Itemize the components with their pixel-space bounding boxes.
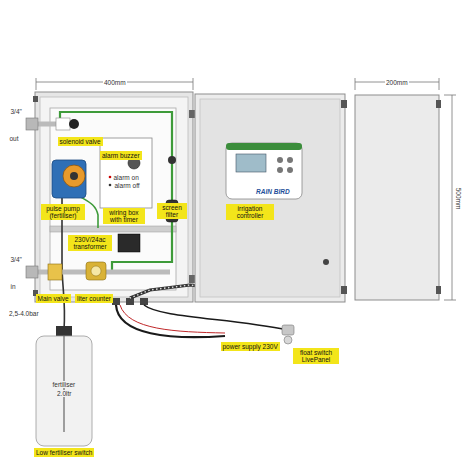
part-label: in bbox=[11, 283, 16, 290]
callout-text: screen filter bbox=[159, 204, 185, 219]
irrigation-controller bbox=[226, 143, 302, 199]
callout-box: solenoid valve bbox=[58, 137, 103, 146]
callout-text: Low fertiliser switch bbox=[36, 449, 92, 456]
enclosure bbox=[33, 92, 196, 302]
closed-enclosure bbox=[355, 95, 441, 300]
plugs bbox=[282, 325, 294, 344]
part-label: 2.0ltr bbox=[56, 390, 72, 397]
part-label: 3/4" bbox=[11, 256, 22, 263]
fertiliser-bottle bbox=[36, 326, 92, 446]
dimension-label: 400mm bbox=[103, 79, 127, 86]
callout-box: alarm buzzer bbox=[100, 151, 142, 160]
callout-text: float switch LivePanel bbox=[295, 349, 337, 364]
transformer bbox=[118, 234, 140, 252]
part-label: alarm off bbox=[115, 182, 140, 189]
callout-text: wiring box with timer bbox=[105, 209, 143, 224]
callout-text: liter counter bbox=[77, 295, 111, 302]
callout-box: liter counter bbox=[75, 294, 113, 303]
pipes bbox=[38, 112, 172, 330]
door bbox=[195, 94, 347, 302]
callout-box: 230V/24ac transformer bbox=[68, 235, 112, 252]
pulse-pump bbox=[52, 160, 86, 198]
dimension-label: 500mm bbox=[455, 186, 462, 210]
callout-box: Low fertiliser switch bbox=[34, 448, 94, 457]
callout-box: wiring box with timer bbox=[103, 208, 145, 225]
part-label: alarm on bbox=[114, 174, 139, 181]
part-label: 2,5-4.0bar bbox=[8, 310, 40, 317]
callout-text: power supply 230V bbox=[223, 343, 278, 350]
callout-text: solenoid valve bbox=[60, 138, 101, 145]
part-label: RAIN BIRD bbox=[255, 188, 291, 195]
callout-text: Main valve bbox=[38, 295, 69, 302]
callout-text: pulse pump (fertiliser) bbox=[43, 205, 83, 220]
callout-box: screen filter bbox=[157, 203, 187, 220]
callout-box: pulse pump (fertiliser) bbox=[41, 204, 85, 221]
callout-text: irrigation controller bbox=[228, 205, 272, 220]
part-label: out bbox=[10, 135, 19, 142]
callout-box: float switch LivePanel bbox=[293, 348, 339, 365]
wiring-box bbox=[100, 138, 152, 208]
callout-box: power supply 230V bbox=[221, 342, 280, 351]
callout-text: 230V/24ac transformer bbox=[70, 236, 110, 251]
callout-text: alarm buzzer bbox=[102, 152, 140, 159]
part-label: 3/4" bbox=[11, 108, 22, 115]
callout-box: Main valve bbox=[36, 294, 71, 303]
fittings bbox=[26, 118, 178, 280]
dimension-label: 200mm bbox=[385, 79, 409, 86]
dimension-lines bbox=[36, 78, 456, 300]
part-label: fertiliser bbox=[52, 381, 77, 388]
callout-box: irrigation controller bbox=[226, 204, 274, 221]
